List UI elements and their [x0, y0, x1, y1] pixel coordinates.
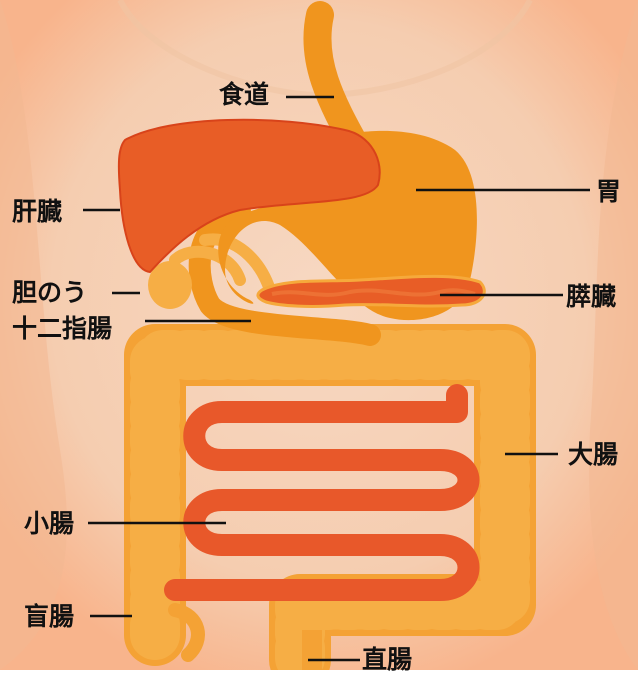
large-intestine-label: 大腸: [568, 442, 618, 467]
rectum-label: 直腸: [362, 647, 412, 672]
pancreas-label: 膵臓: [566, 284, 616, 309]
gallbladder-label: 胆のう: [12, 280, 87, 305]
stomach-label: 胃: [596, 179, 621, 204]
liver-label: 肝臓: [12, 199, 62, 224]
cecum-label: 盲腸: [24, 604, 74, 629]
duodenum-label: 十二指腸: [12, 316, 112, 341]
esophagus-label: 食道: [219, 82, 269, 107]
small-intestine-label: 小腸: [24, 511, 74, 536]
